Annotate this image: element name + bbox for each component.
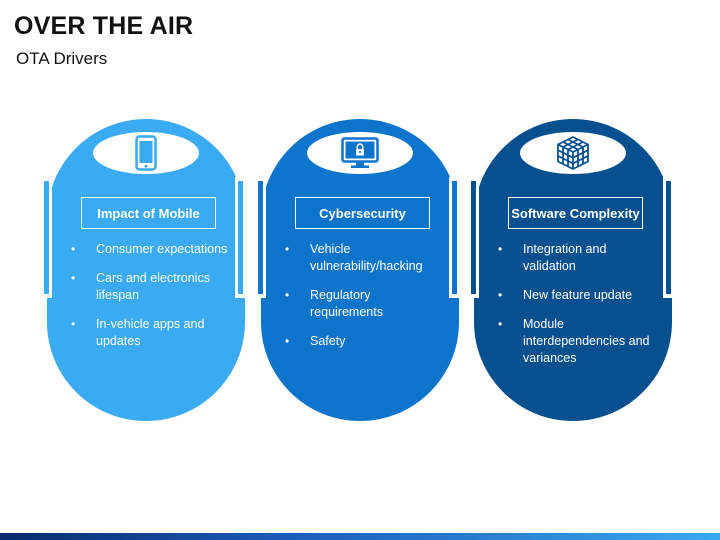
icon-oval	[520, 132, 626, 174]
bullet-dot: •	[71, 271, 76, 285]
monitor-lock-icon	[341, 137, 379, 168]
card-cybersecurity: Cybersecurity •Vehicle vulnerability/hac…	[261, 119, 459, 421]
bullet-list: •Consumer expectations •Cars and electro…	[71, 241, 231, 362]
icon-oval	[93, 132, 199, 174]
list-item: •Integration and validation	[498, 242, 607, 273]
card-impact-of-mobile: Impact of Mobile •Consumer expectations …	[47, 119, 245, 421]
bullet-dot: •	[285, 288, 290, 302]
bullet-list: •Vehicle vulnerability/hacking •Regulato…	[285, 241, 445, 362]
bullet-dot: •	[71, 317, 76, 331]
icon-oval	[307, 132, 413, 174]
list-item: •Consumer expectations	[71, 242, 228, 256]
connector-bar	[41, 177, 52, 298]
bullet-dot: •	[285, 242, 290, 256]
list-item: •Safety	[285, 334, 346, 348]
list-item: •Module interdependencies and variances	[498, 317, 650, 365]
connector-bar	[468, 177, 479, 298]
card-label: Cybersecurity	[295, 197, 430, 229]
smartphone-icon	[135, 135, 157, 171]
list-item: •In-vehicle apps and updates	[71, 317, 205, 348]
connector-bar	[235, 177, 246, 298]
list-item: •Cars and electronics lifespan	[71, 271, 210, 302]
slide-title: OVER THE AIR	[14, 12, 194, 40]
cube-grid-icon	[557, 136, 589, 170]
card-software-complexity: Software Complexity •Integration and val…	[474, 119, 672, 421]
bullet-dot: •	[498, 317, 503, 331]
connector-bar	[663, 177, 674, 298]
bullet-dot: •	[498, 242, 503, 256]
bullet-dot: •	[285, 334, 290, 348]
bullet-list: •Integration and validation •New feature…	[498, 241, 658, 379]
bullet-dot: •	[71, 242, 76, 256]
list-item: •Vehicle vulnerability/hacking	[285, 242, 423, 273]
list-item: •New feature update	[498, 288, 633, 302]
footer-gradient-band	[0, 533, 720, 540]
slide-subtitle: OTA Drivers	[16, 49, 108, 68]
connector-bar	[255, 177, 266, 298]
connector-bar	[449, 177, 460, 298]
card-label: Impact of Mobile	[81, 197, 216, 229]
list-item: •Regulatory requirements	[285, 288, 383, 319]
card-label: Software Complexity	[508, 197, 643, 229]
bullet-dot: •	[498, 288, 503, 302]
